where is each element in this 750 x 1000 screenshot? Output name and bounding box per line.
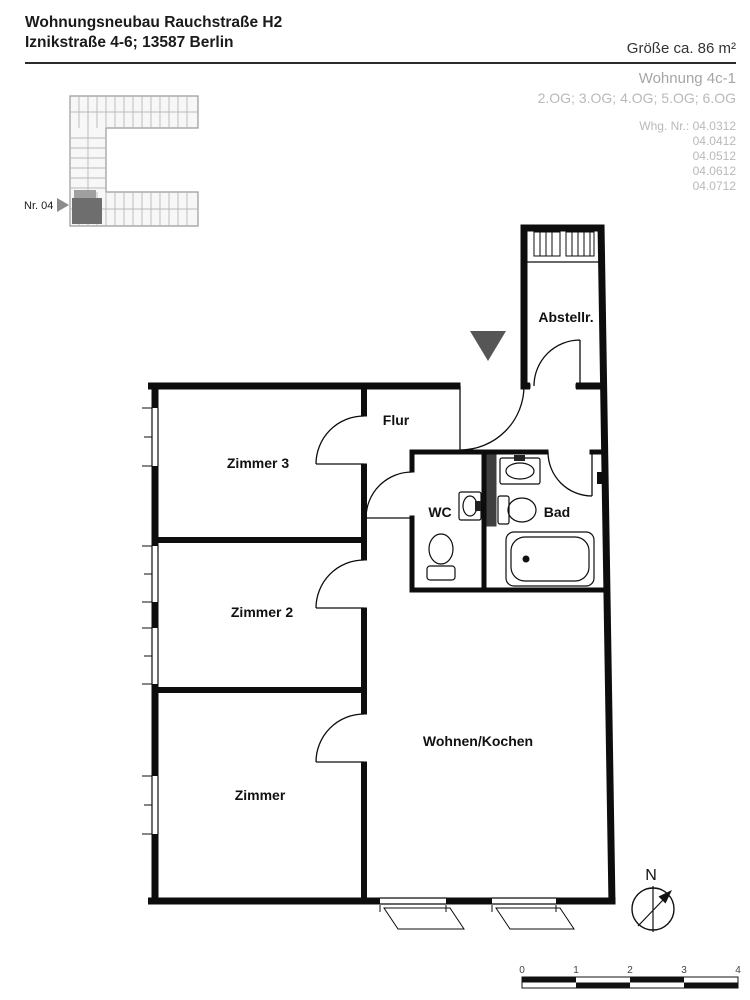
scale-tick-2: 2 bbox=[627, 965, 633, 976]
highlighted-unit bbox=[72, 198, 102, 224]
scale-segment bbox=[684, 982, 738, 988]
entrance-arrow-icon bbox=[470, 331, 506, 361]
wc-sink-tap-icon bbox=[475, 501, 481, 511]
room-label-zimmer3: Zimmer 3 bbox=[227, 455, 289, 471]
window-sill-ticks bbox=[142, 407, 557, 912]
scale-bar-frame bbox=[521, 976, 739, 989]
wc-fixtures bbox=[426, 491, 482, 581]
apartment-number: 04.0612 bbox=[692, 164, 736, 178]
scale-bar: 0 1 2 3 4 bbox=[519, 965, 741, 989]
door-jambs bbox=[361, 382, 591, 763]
installation-shaft bbox=[486, 454, 497, 527]
scale-segment bbox=[576, 982, 630, 988]
interior-walls bbox=[152, 383, 367, 905]
apartment-numbers: Whg. Nr.: 04.0312 04.0412 04.0512 04.061… bbox=[639, 119, 736, 194]
bath-sink-tap-icon bbox=[514, 455, 525, 461]
scale-tick-0: 0 bbox=[519, 965, 525, 976]
bathtub bbox=[505, 531, 595, 587]
exterior-walls bbox=[148, 224, 616, 905]
header-divider bbox=[25, 62, 736, 64]
keyplan-units-left-wing bbox=[70, 96, 106, 226]
apartment-size: Größe ca. 86 m² bbox=[626, 40, 736, 57]
apartment-type: Wohnung 4c-1 bbox=[638, 70, 736, 87]
room-label-flur: Flur bbox=[383, 412, 410, 428]
bath-toilet bbox=[497, 495, 510, 525]
apartment-number: 04.0312 bbox=[692, 119, 736, 133]
site-key-plan: Nr. 04 bbox=[24, 95, 199, 227]
bathroom-walls bbox=[409, 449, 607, 593]
project-address-line: Iznikstraße 4-6; 13587 Berlin bbox=[25, 34, 234, 51]
apartment-numbers-label: Whg. Nr.: bbox=[639, 119, 690, 133]
apartment-number: 04.0412 bbox=[692, 134, 736, 148]
wall-pier bbox=[597, 472, 608, 484]
apartment-number: 04.0512 bbox=[692, 149, 736, 163]
scale-tick-4: 4 bbox=[735, 965, 741, 976]
keyplan-units-top-wing bbox=[70, 96, 198, 128]
project-title-line1: Wohnungsneubau Rauchstraße H2 bbox=[25, 14, 283, 31]
project-title: Wohnungsneubau Rauchstraße H2 Iznikstraß… bbox=[25, 13, 282, 53]
room-label-zimmer2: Zimmer 2 bbox=[231, 604, 293, 620]
terrace-window-aprons bbox=[383, 907, 575, 930]
highlighted-unit-upper bbox=[74, 190, 96, 198]
room-label-zimmer: Zimmer bbox=[235, 787, 286, 803]
keyplan-unit-label: Nr. 04 bbox=[24, 200, 53, 212]
north-label: N bbox=[645, 867, 657, 884]
room-label-bad: Bad bbox=[544, 504, 570, 520]
storage-room-fittings bbox=[527, 231, 600, 263]
door-swings bbox=[315, 339, 593, 763]
wc-toilet bbox=[428, 533, 454, 565]
apartment-number-row: Whg. Nr.: 04.0312 bbox=[639, 119, 736, 134]
compass-arrow-icon bbox=[658, 890, 672, 904]
room-label-abstellraum: Abstellr. bbox=[538, 309, 593, 325]
floor-plan: Abstellr. Flur Zimmer 3 WC Bad Zimmer 2 … bbox=[142, 224, 616, 930]
scale-tick-3: 3 bbox=[681, 965, 687, 976]
bathtub-drain-icon bbox=[522, 555, 530, 563]
bathroom-fixtures bbox=[486, 454, 595, 587]
north-compass: N bbox=[631, 867, 675, 932]
unit-pointer-icon bbox=[57, 198, 69, 212]
room-label-wc: WC bbox=[428, 504, 451, 520]
scale-segment bbox=[630, 977, 684, 983]
scale-segment bbox=[522, 977, 576, 983]
floors-list: 2.OG; 3.OG; 4.OG; 5.OG; 6.OG bbox=[537, 90, 736, 106]
room-label-wohnen-kochen: Wohnen/Kochen bbox=[423, 733, 533, 749]
compass-needle bbox=[637, 886, 664, 932]
scale-tick-1: 1 bbox=[573, 965, 579, 976]
apartment-number: 04.0712 bbox=[692, 179, 736, 193]
